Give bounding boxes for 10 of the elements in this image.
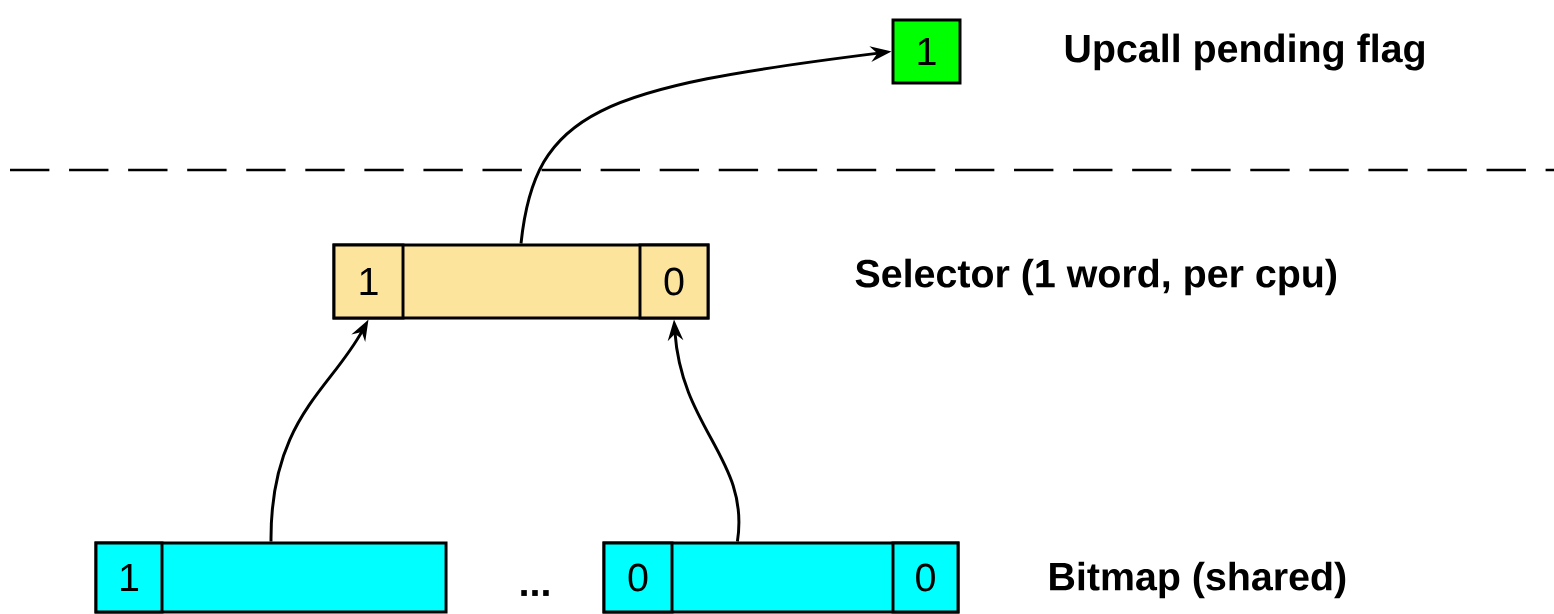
label: Upcall pending flag bbox=[1065, 33, 1424, 71]
bit-cell: 0 bbox=[638, 243, 710, 320]
bit-cell: 1 bbox=[94, 541, 164, 614]
flag-box: 1 bbox=[891, 18, 962, 85]
label: Bitmap (shared) bbox=[1050, 561, 1346, 599]
label: Selector (1 word, per cpu) bbox=[855, 258, 1337, 296]
ellipsis: ... bbox=[521, 590, 549, 596]
bit-cell: 0 bbox=[602, 541, 674, 614]
bit-cell: 1 bbox=[332, 243, 405, 320]
bit-cell: 0 bbox=[891, 541, 960, 614]
